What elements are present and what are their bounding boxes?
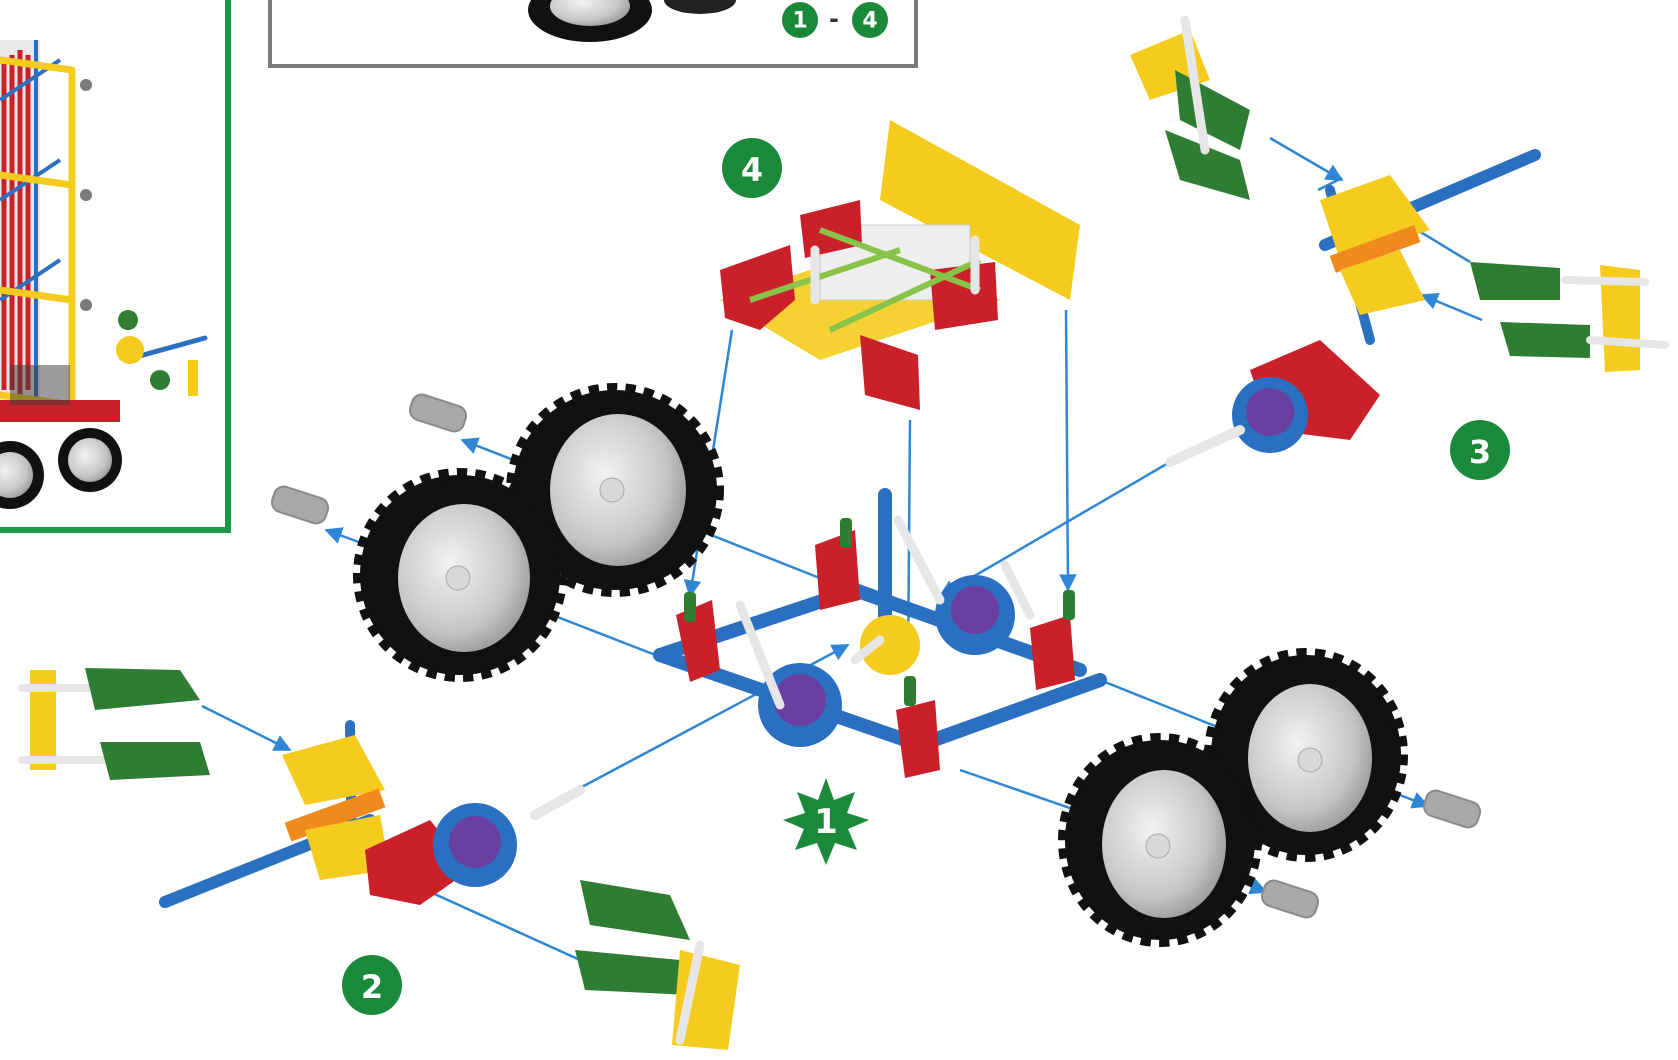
range-end-label: 4 (862, 9, 877, 34)
callout-frame-gray (268, 0, 918, 68)
blue-rod (913, 673, 1107, 752)
wheel-front-right (1058, 733, 1262, 947)
hub-cap-clip (408, 393, 468, 433)
step-3-label: 3 (1469, 433, 1491, 471)
red-connector (1030, 615, 1075, 690)
red-connectors (676, 530, 1075, 778)
previous-model-inset (0, 0, 231, 533)
left-arm-assembly (18, 668, 740, 1050)
step-1-label: 1 (814, 802, 838, 842)
top-frame-assembly (720, 120, 1080, 410)
red-connector (896, 700, 940, 778)
step-4-badge: 4 (722, 138, 782, 198)
tower-model-illustration (0, 40, 208, 509)
right-arm-assembly (1130, 15, 1669, 467)
range-start-label: 1 (792, 9, 807, 34)
inset-wheel-icon (58, 428, 122, 492)
inset-wheel-icon (0, 441, 44, 509)
chassis-frame (653, 488, 1107, 778)
step-1-badge: 1 (783, 778, 869, 865)
step-2-label: 2 (361, 968, 383, 1006)
wheel-back-left (506, 383, 724, 597)
hub-cap-clip (1422, 789, 1482, 829)
range-end-badge (852, 2, 888, 38)
step-4-label: 4 (741, 151, 763, 189)
step-2-badge: 2 (342, 955, 402, 1015)
green-pegs (684, 518, 1075, 706)
range-separator: - (829, 5, 839, 33)
hub-cap-clip (1260, 879, 1320, 919)
hub-cap-clip (270, 485, 330, 525)
callout-wheel-icon (528, 0, 736, 42)
red-connector (815, 530, 860, 610)
inset-frame-green (0, 0, 231, 533)
step-3-badge: 3 (1450, 420, 1510, 480)
wheel-front-left (353, 468, 567, 682)
steps-range-callout: 1 - 4 (268, 0, 918, 68)
hub-connectors (758, 575, 1015, 747)
wheel-back-right (1204, 648, 1408, 862)
range-start-badge (782, 2, 818, 38)
